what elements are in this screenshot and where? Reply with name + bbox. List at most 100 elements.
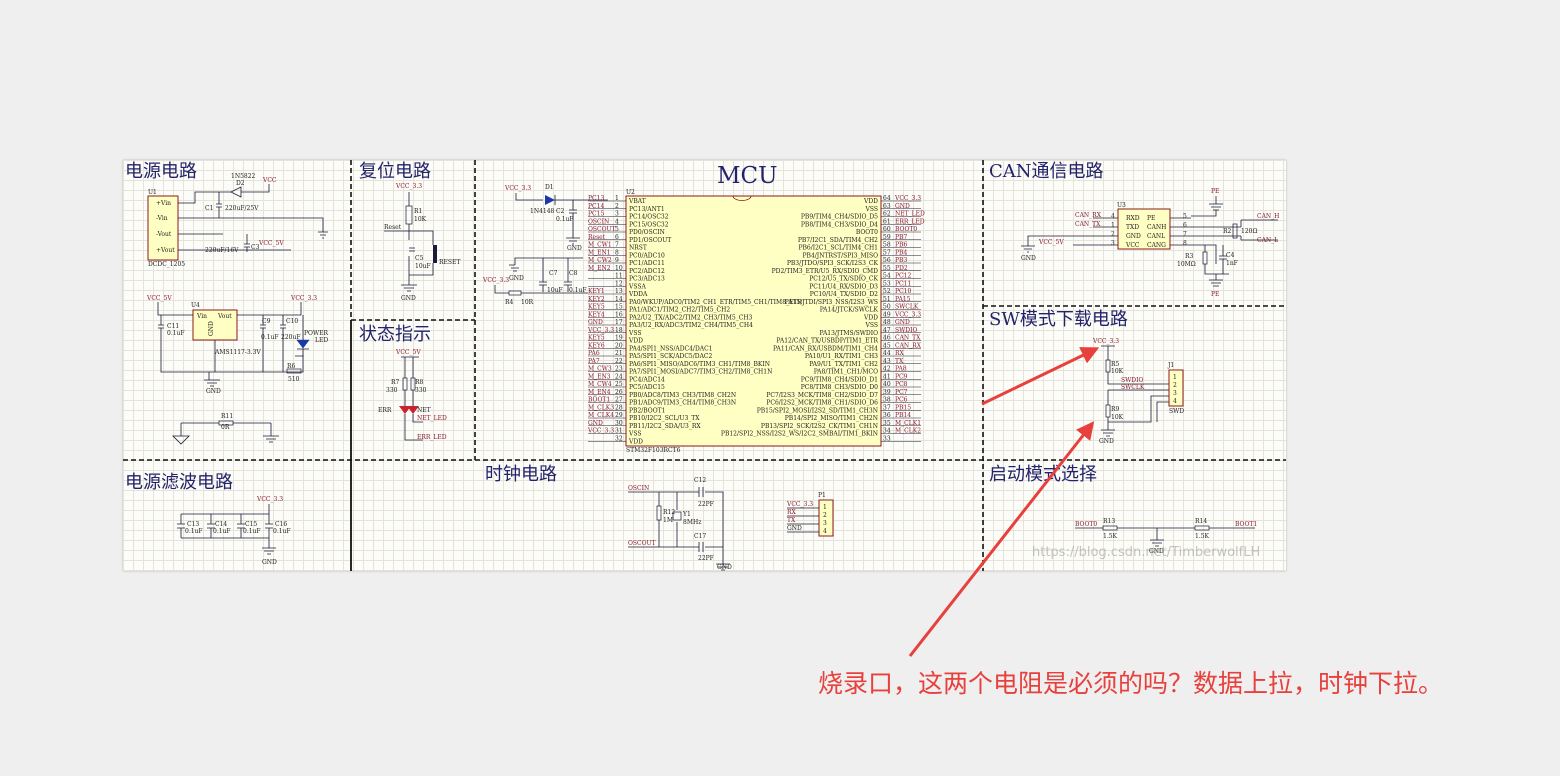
mcu-right-net-label: PC10 (895, 288, 911, 295)
u1-pin-label: +Vout (156, 247, 175, 254)
can-circuit: PE U3 RXD TXD GND VCC PE CANH CANL CANG … (1021, 188, 1279, 298)
u3-pin-num: 2 (1111, 231, 1115, 238)
c7-value: 10uF (547, 287, 563, 294)
section-title-sw: SW模式下载电路 (989, 309, 1128, 330)
mcu-right-pin-number: 54 (883, 273, 891, 280)
section-title-boot: 启动模式选择 (989, 464, 1097, 485)
section-title-clock: 时钟电路 (485, 464, 557, 485)
r14-ref: R14 (1195, 518, 1207, 525)
mcu-left-pin-number: 21 (615, 350, 623, 357)
r7-ref: R7 (391, 379, 400, 386)
mcu-left-net-label: PA7 (588, 358, 600, 365)
status-circuit: VCC_5V R7 330 R8 330 ERR NET NET_LED ERR… (378, 349, 447, 441)
u3-pin-num: 7 (1183, 231, 1187, 238)
mcu-right-pin-number: 36 (883, 412, 891, 419)
mcu-right-pin-number: 34 (883, 428, 891, 435)
mcu-right-pin-signal: PB9/TIM4_CH4/SDIO_D5 (801, 214, 878, 221)
mcu-left-pin-number: 18 (615, 327, 623, 334)
p1-net: RX (787, 509, 797, 516)
mcu-left-pin-signal: PD1/OSCOUT (629, 237, 671, 244)
c16-value: 0.1uF (273, 528, 291, 535)
mcu-right-net-label: PD2 (895, 265, 908, 272)
mcu-left-pin-signal: PB11/I2C2_SDA/U3_RX (629, 423, 701, 430)
mcu-right-net-label: CAN_RX (895, 342, 922, 349)
r4-value: 10R (521, 299, 534, 306)
r5-resistor (1105, 359, 1111, 373)
c4-ref: C4 (1226, 252, 1235, 259)
mcu-left-pin-number: 20 (615, 342, 623, 349)
c15-value: 0.1uF (243, 528, 261, 535)
mcu-right-pin-number: 50 (883, 304, 891, 311)
u3-pin-label: CANH (1147, 224, 1166, 231)
r8-ref: R8 (415, 379, 424, 386)
r6-ref: R6 (287, 363, 296, 370)
u3-pin-label: PE (1147, 215, 1155, 222)
mcu-left-pin-signal: PA6/SPI1_MISO/ADC6/TIM3_CH1/TIM8_BKIN (629, 361, 770, 368)
r5-ref: R5 (1111, 361, 1120, 368)
mcu-right-pin-signal: PC7/I2S3_MCK/TIM8_CH2/SDIO_D7 (766, 392, 878, 399)
mcu-right-pin-number: 38 (883, 397, 891, 404)
mcu-left-net-label: M_EN2 (588, 265, 611, 272)
mcu-left-pin-number: 25 (615, 381, 623, 388)
u3-pin-label: CANL (1147, 233, 1165, 240)
mcu-left-pin-signal: PC4/ADC14 (629, 376, 665, 383)
clock-gnd-net: GND (717, 564, 732, 571)
sw-gnd-net: GND (1099, 438, 1114, 445)
boot1-net: BOOT1 (1235, 521, 1257, 528)
mcu-left-pin-signal: VSSA (628, 283, 646, 290)
status-err-led-net: ERR_LED (417, 434, 447, 441)
r14-value: 1.5K (1195, 533, 1210, 540)
p1-pin: 4 (823, 528, 827, 535)
mcu-right-pin-number: 47 (883, 327, 891, 334)
mcu-vcc-net: VCC_3.3 (504, 185, 531, 192)
j1-pin: 2 (1173, 382, 1177, 389)
mcu-right-pin-signal: PC8/TIM8_CH3/SDIO_D0 (801, 384, 878, 391)
mcu-left-pin-signal: PA7/SPI1_MOSI/ADC7/TIM3_CH2/TIM8_CH1N (629, 369, 772, 376)
mcu-left-pin-signal: PA1/ADC1/TIM2_CH2/TIM5_CH2 (629, 307, 730, 314)
mcu-left-net-label: M_CLK3 (588, 404, 614, 411)
mcu-right-pin-number: 48 (883, 319, 891, 326)
mcu-right-pin-signal: VDD (863, 198, 878, 205)
mcu-left-net-label: OSCIN (588, 218, 609, 225)
d1-diode-icon (545, 195, 555, 205)
led-label: POWER (304, 330, 329, 337)
mcu-right-pin-number: 46 (883, 335, 891, 342)
mcu-right-pin-number: 40 (883, 381, 891, 388)
mcu-right-net-label: GND (895, 203, 910, 210)
can-pe-net-top: PE (1211, 188, 1219, 195)
u3-ref: U3 (1117, 202, 1126, 209)
u4-ref: U4 (191, 302, 200, 309)
u2-ref: U2 (626, 189, 635, 196)
r3-value: 10MΩ (1177, 261, 1196, 268)
mcu-left-pin-number: 12 (615, 280, 623, 287)
reset-gnd-net: GND (401, 295, 416, 302)
mcu-left-pin-signal: PC1/ADC11 (629, 260, 665, 267)
schematic-drawing: 电源电路 复位电路 MCU CAN通信电路 状态指示 SW模式下载电路 电源滤波… (123, 160, 1286, 571)
u1-part: DCDC_1205 (148, 261, 185, 268)
clock-oscin-net: OSCIN (628, 485, 649, 492)
mcu-right-pin-signal: BOOT0 (856, 229, 878, 236)
u3-pin-label: GND (1126, 233, 1141, 240)
mcu-left-pin-signal: PC5/ADC15 (629, 384, 665, 391)
mcu-right-pin-signal: PB15/SPI2_MOSI/I2S2_SD/TIM1_CH3N (757, 407, 878, 414)
u3-pin-num: 8 (1183, 240, 1187, 247)
c2-gnd-net: GND (567, 245, 582, 252)
mcu-right-pin-signal: PA12/CAN_TX/USBDP/TIM1_ETR (776, 338, 878, 345)
mcu-right-net-label: PB4 (895, 249, 907, 256)
mcu-left-pin-number: 31 (615, 428, 623, 435)
j1-ref: J1 (1167, 362, 1174, 369)
c13-value: 0.1uF (185, 528, 203, 535)
mcu-left-pin-signal: PC3/ADC13 (629, 276, 665, 283)
r6-value: 510 (288, 376, 300, 383)
mcu-right-net-label: BOOT0 (895, 226, 917, 233)
mcu-right-pin-number: 44 (883, 350, 891, 357)
c9-value: 0.1uF (261, 334, 279, 341)
mcu-right-pin-number: 33 (883, 435, 891, 442)
mcu-left-net-label: PA6 (588, 350, 600, 357)
u1-dcdc-module (147, 195, 179, 261)
p1-ref: P1 (818, 492, 826, 499)
c3-value: 220uF/16V (205, 247, 239, 254)
schematic-sheet: 电源电路 复位电路 MCU CAN通信电路 状态指示 SW模式下载电路 电源滤波… (123, 160, 1286, 571)
section-title-filter: 电源滤波电路 (125, 472, 233, 493)
